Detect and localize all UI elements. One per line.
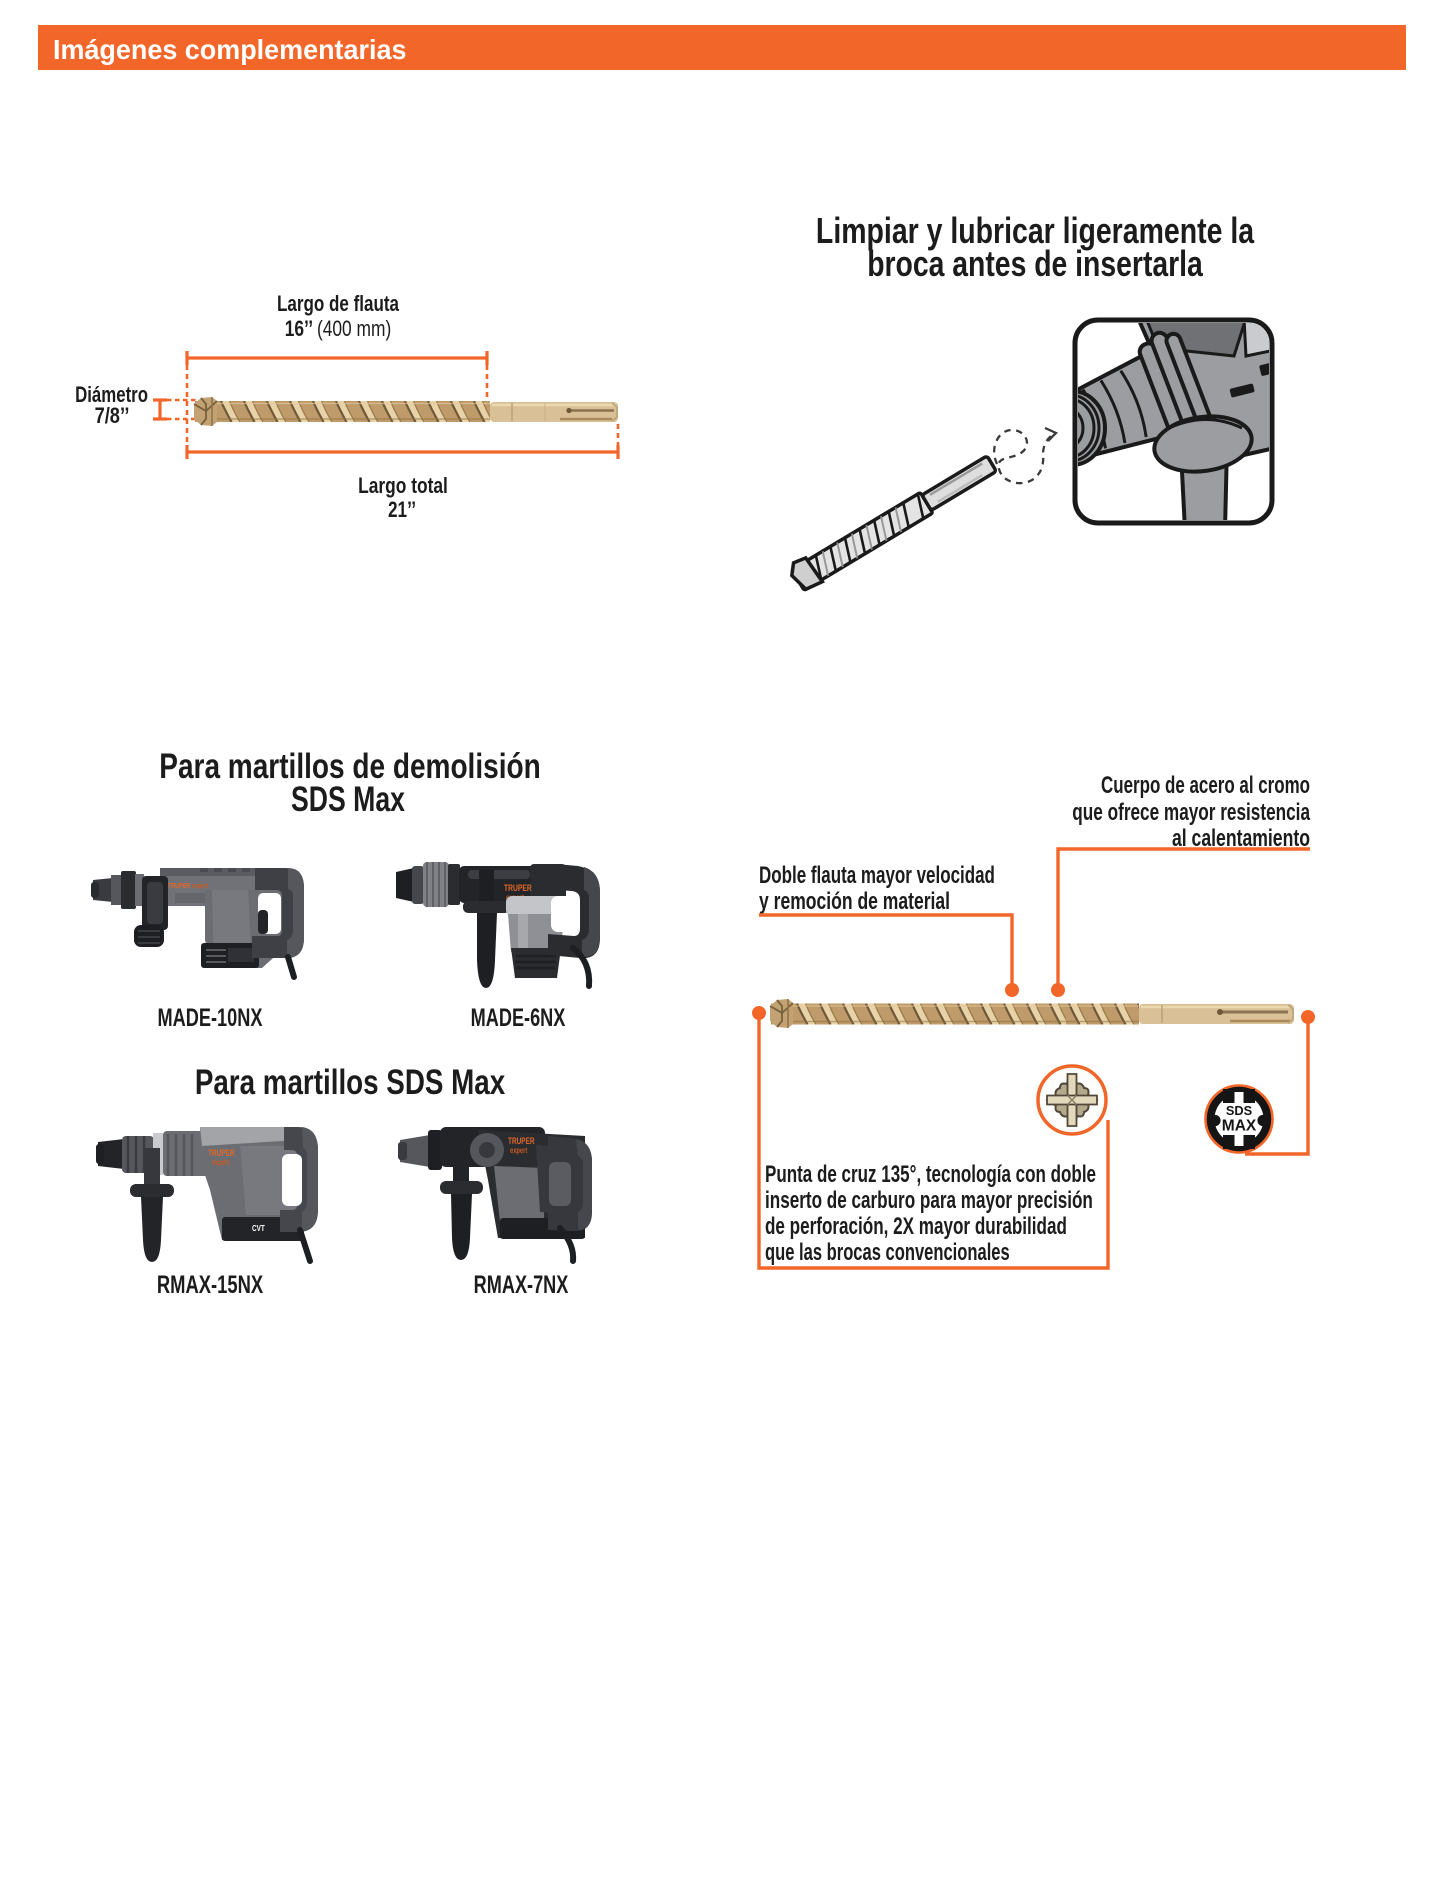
svg-text:Largo total: Largo total <box>358 474 448 498</box>
svg-text:TRUPER: TRUPER <box>504 883 532 893</box>
svg-text:broca antes de insertarla: broca antes de insertarla <box>867 244 1203 284</box>
svg-text:Largo de flauta: Largo de flauta <box>277 292 400 317</box>
svg-text:MADE-6NX: MADE-6NX <box>471 1003 566 1032</box>
svg-text:CVT: CVT <box>252 1223 265 1233</box>
svg-text:RMAX-7NX: RMAX-7NX <box>474 1270 569 1299</box>
svg-text:Diámetro: Diámetro <box>75 383 148 408</box>
svg-text:expert: expert <box>212 1159 230 1167</box>
svg-text:21’’: 21’’ <box>388 498 416 523</box>
svg-text:Para martillos SDS Max: Para martillos SDS Max <box>195 1062 506 1102</box>
svg-text:Limpiar y lubricar ligeramente: Limpiar y lubricar ligeramente la <box>816 211 1255 251</box>
svg-text:de perforación, 2X mayor durab: de perforación, 2X mayor durabilidad <box>765 1213 1067 1239</box>
svg-text:TRUPER expert: TRUPER expert <box>168 882 208 890</box>
svg-text:y remoción de material: y remoción de material <box>759 888 950 914</box>
svg-text:MAX: MAX <box>1222 1118 1257 1135</box>
svg-text:SDS Max: SDS Max <box>291 779 406 818</box>
svg-text:Punta de cruz 135°, tecnología: Punta de cruz 135°, tecnología con doble <box>765 1161 1096 1188</box>
svg-text:7/8’’: 7/8’’ <box>95 405 130 429</box>
svg-text:TRUPER: TRUPER <box>208 1148 235 1158</box>
svg-text:inserto de carburo para mayor: inserto de carburo para mayor precisión <box>765 1187 1093 1213</box>
svg-text:Imágenes complementarias: Imágenes complementarias <box>53 34 406 66</box>
svg-text:que las brocas convencionales: que las brocas convencionales <box>765 1239 1010 1266</box>
svg-text:TRUPER: TRUPER <box>508 1136 535 1146</box>
svg-text:expert: expert <box>510 1147 528 1155</box>
svg-text:que ofrece mayor resistencia: que ofrece mayor resistencia <box>1072 799 1310 825</box>
svg-text:16’’ (400 mm): 16’’ (400 mm) <box>285 317 392 341</box>
svg-text:Para martillos de demolisión: Para martillos de demolisión <box>159 746 540 786</box>
svg-text:Doble flauta mayor velocidad: Doble flauta mayor velocidad <box>759 862 995 889</box>
svg-text:SDS: SDS <box>1226 1103 1253 1118</box>
svg-text:Cuerpo de acero al cromo: Cuerpo de acero al cromo <box>1101 772 1310 799</box>
svg-text:MADE-10NX: MADE-10NX <box>158 1003 263 1032</box>
svg-text:RMAX-15NX: RMAX-15NX <box>157 1270 264 1298</box>
